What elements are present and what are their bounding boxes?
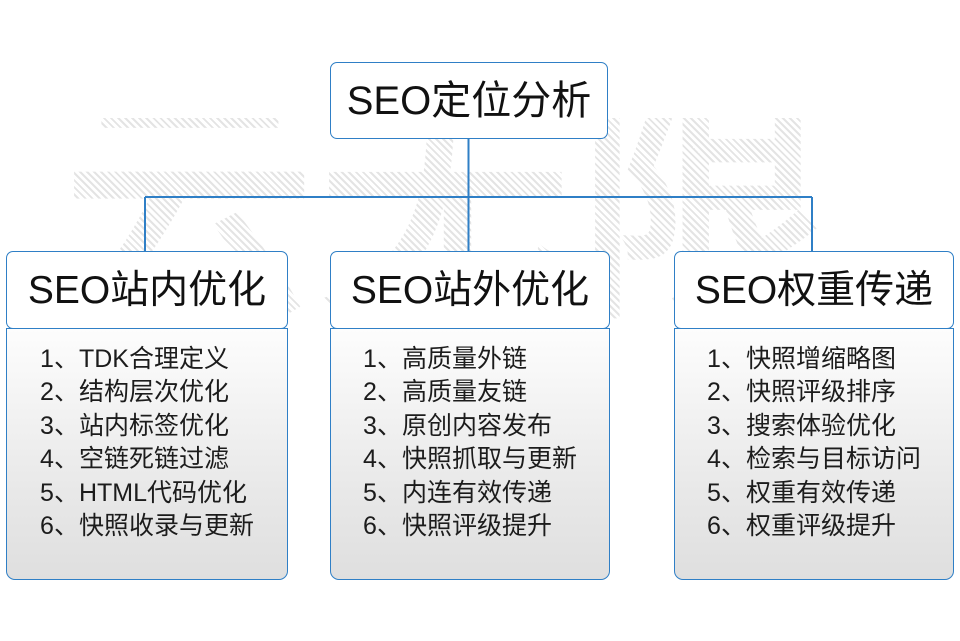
- list-item: 6、快照评级提升: [363, 512, 552, 541]
- column-header-2[interactable]: SEO权重传递: [674, 251, 954, 329]
- list-item: 6、快照收录与更新: [40, 512, 254, 541]
- column-body-2: 1、快照增缩略图 2、快照评级排序 3、搜索体验优化 4、检索与目标访问 5、权…: [674, 327, 954, 580]
- list-item: 5、HTML代码优化: [40, 478, 248, 507]
- list-item: 3、搜索体验优化: [707, 411, 896, 440]
- list-item: 2、快照评级排序: [707, 378, 896, 407]
- list-item: 6、权重评级提升: [707, 512, 896, 541]
- item-list-1: 1、高质量外链 2、高质量友链 3、原创内容发布 4、快照抓取与更新 5、内连有…: [363, 343, 577, 544]
- list-item: 4、检索与目标访问: [707, 445, 921, 474]
- column-seo-onsite: SEO站内优化 1、TDK合理定义 2、结构层次优化 3、站内标签优化 4、空链…: [6, 251, 288, 580]
- list-item: 4、空链死链过滤: [40, 445, 229, 474]
- list-item: 5、内连有效传递: [363, 478, 552, 507]
- column-body-1: 1、高质量外链 2、高质量友链 3、原创内容发布 4、快照抓取与更新 5、内连有…: [330, 327, 610, 580]
- item-list-0: 1、TDK合理定义 2、结构层次优化 3、站内标签优化 4、空链死链过滤 5、H…: [40, 343, 254, 544]
- list-item: 1、高质量外链: [363, 344, 527, 373]
- list-item: 2、结构层次优化: [40, 378, 229, 407]
- list-item: 1、快照增缩略图: [707, 344, 896, 373]
- column-title-1: SEO站外优化: [350, 268, 590, 312]
- root-node[interactable]: SEO定位分析: [330, 62, 608, 139]
- column-seo-weight: SEO权重传递 1、快照增缩略图 2、快照评级排序 3、搜索体验优化 4、检索与…: [674, 251, 954, 580]
- column-title-2: SEO权重传递: [694, 268, 934, 312]
- column-title-0: SEO站内优化: [27, 268, 267, 312]
- list-item: 5、权重有效传递: [707, 478, 896, 507]
- column-body-0: 1、TDK合理定义 2、结构层次优化 3、站内标签优化 4、空链死链过滤 5、H…: [6, 327, 288, 580]
- list-item: 4、快照抓取与更新: [363, 445, 577, 474]
- column-seo-offsite: SEO站外优化 1、高质量外链 2、高质量友链 3、原创内容发布 4、快照抓取与…: [330, 251, 610, 580]
- item-list-2: 1、快照增缩略图 2、快照评级排序 3、搜索体验优化 4、检索与目标访问 5、权…: [707, 343, 921, 544]
- column-header-1[interactable]: SEO站外优化: [330, 251, 610, 329]
- column-header-0[interactable]: SEO站内优化: [6, 251, 288, 329]
- list-item: 1、TDK合理定义: [40, 344, 229, 373]
- list-item: 3、站内标签优化: [40, 411, 229, 440]
- root-node-title: SEO定位分析: [346, 78, 592, 123]
- list-item: 3、原创内容发布: [363, 411, 552, 440]
- list-item: 2、高质量友链: [363, 378, 527, 407]
